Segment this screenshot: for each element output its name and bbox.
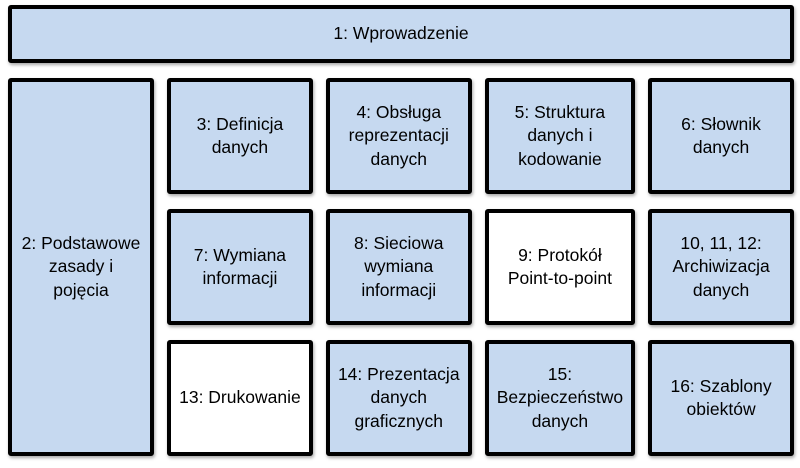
box-15-bezpieczenstwo-danych: 15: Bezpieczeństwo danych bbox=[484, 340, 636, 456]
box-1-wprowadzenie: 1: Wprowadzenie bbox=[8, 5, 794, 63]
box-6-slownik-danych: 6: Słownik danych bbox=[648, 78, 794, 194]
box-16-szablony-obiektow: 16: Szablony obiektów bbox=[648, 340, 794, 456]
box-10-11-12-archiwizacja-danych: 10, 11, 12: Archiwizacja danych bbox=[648, 209, 794, 325]
box-5-struktura-danych-i-kodowanie: 5: Struktura danych i kodowanie bbox=[484, 78, 636, 194]
box-3-definicja-danych: 3: Definicja danych bbox=[167, 78, 313, 194]
box-14-prezentacja-danych-graficznych: 14: Prezentacja danych graficznych bbox=[325, 340, 472, 456]
box-4-obsluga-reprezentacji-danych: 4: Obsługa reprezentacji danych bbox=[325, 78, 472, 194]
box-7-wymiana-informacji: 7: Wymiana informacji bbox=[167, 209, 313, 325]
diagram-grid: 1: Wprowadzenie 2: Podstawowe zasady i p… bbox=[8, 5, 794, 461]
box-2-podstawowe-zasady-i-pojecia: 2: Podstawowe zasady i pojęcia bbox=[8, 78, 154, 456]
box-8-sieciowa-wymiana-informacji: 8: Sieciowa wymiana informacji bbox=[325, 209, 472, 325]
box-13-drukowanie: 13: Drukowanie bbox=[167, 340, 313, 456]
box-9-protokol-point-to-point: 9: Protokół Point-to-point bbox=[484, 209, 636, 325]
